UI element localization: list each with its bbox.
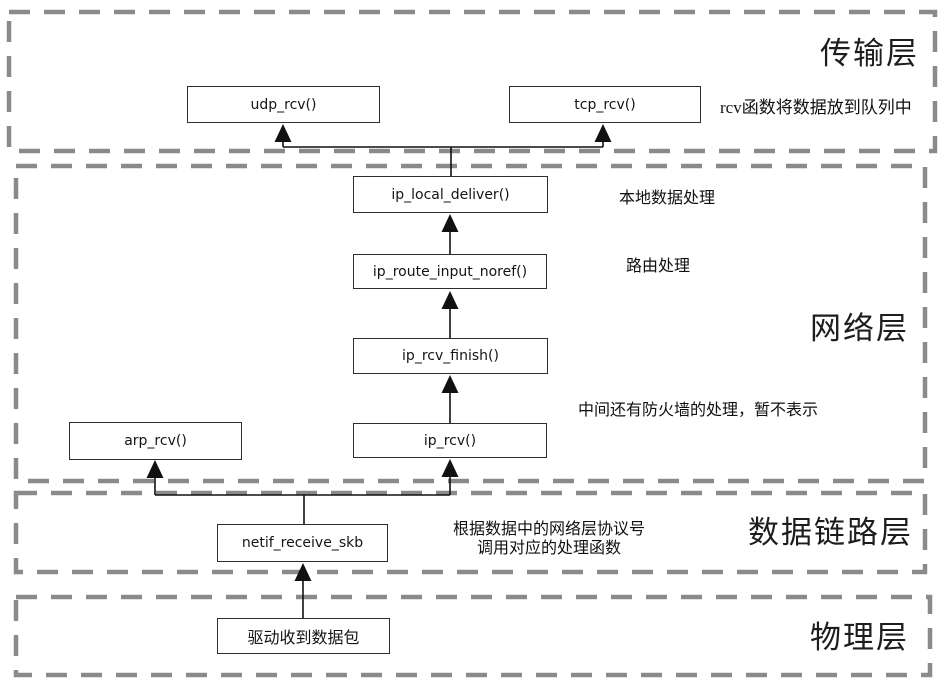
node-ip-local-deliver: ip_local_deliver(): [353, 176, 548, 213]
arrowhead-to-netif: [294, 563, 312, 581]
node-ip-rcv-finish: ip_rcv_finish(): [353, 338, 548, 374]
arrowhead-to-finish: [441, 375, 459, 393]
arrowhead-to-udp: [274, 124, 292, 142]
layer-box-transport: [6, 9, 938, 154]
arrowhead-to-arp: [146, 460, 164, 478]
node-netif-receive-skb: netif_receive_skb: [217, 524, 388, 562]
annotation-dispatch-note: 根据数据中的网络层协议号 调用对应的处理函数: [440, 520, 658, 558]
layer-label-physical: 物理层: [810, 620, 909, 655]
annotation-dispatch-line2: 调用对应的处理函数: [476, 540, 621, 557]
node-ip-rcv: ip_rcv(): [353, 423, 547, 458]
layer-box-datalink: [13, 490, 928, 575]
node-tcp-rcv: tcp_rcv(): [509, 86, 701, 123]
node-arp-rcv: arp_rcv(): [69, 422, 242, 460]
annotation-rcv-queue: rcv函数将数据放到队列中: [720, 98, 912, 117]
edge-deliver-fork: [282, 140, 604, 176]
edge-netif-fork: [154, 476, 451, 524]
arrowhead-to-route: [441, 291, 459, 309]
annotation-dispatch-line1: 根据数据中的网络层协议号: [452, 521, 645, 538]
annotation-local-process: 本地数据处理: [619, 190, 716, 207]
arrowhead-to-iprcv: [441, 459, 459, 477]
layer-label-transport: 传输层: [820, 36, 919, 71]
annotation-routing: 路由处理: [626, 258, 691, 275]
annotation-firewall-note: 中间还有防火墙的处理，暂不表示: [578, 402, 819, 419]
arrowhead-to-deliver: [441, 214, 459, 232]
arrowhead-to-tcp: [594, 124, 612, 142]
layer-box-physical: [13, 594, 933, 678]
node-udp-rcv: udp_rcv(): [187, 86, 380, 123]
layer-label-network: 网络层: [810, 311, 909, 346]
node-driver-receive: 驱动收到数据包: [217, 618, 390, 654]
layer-box-network: [13, 163, 928, 484]
layer-label-datalink: 数据链路层: [748, 515, 913, 550]
node-ip-route-input-noref: ip_route_input_noref(): [353, 254, 547, 289]
